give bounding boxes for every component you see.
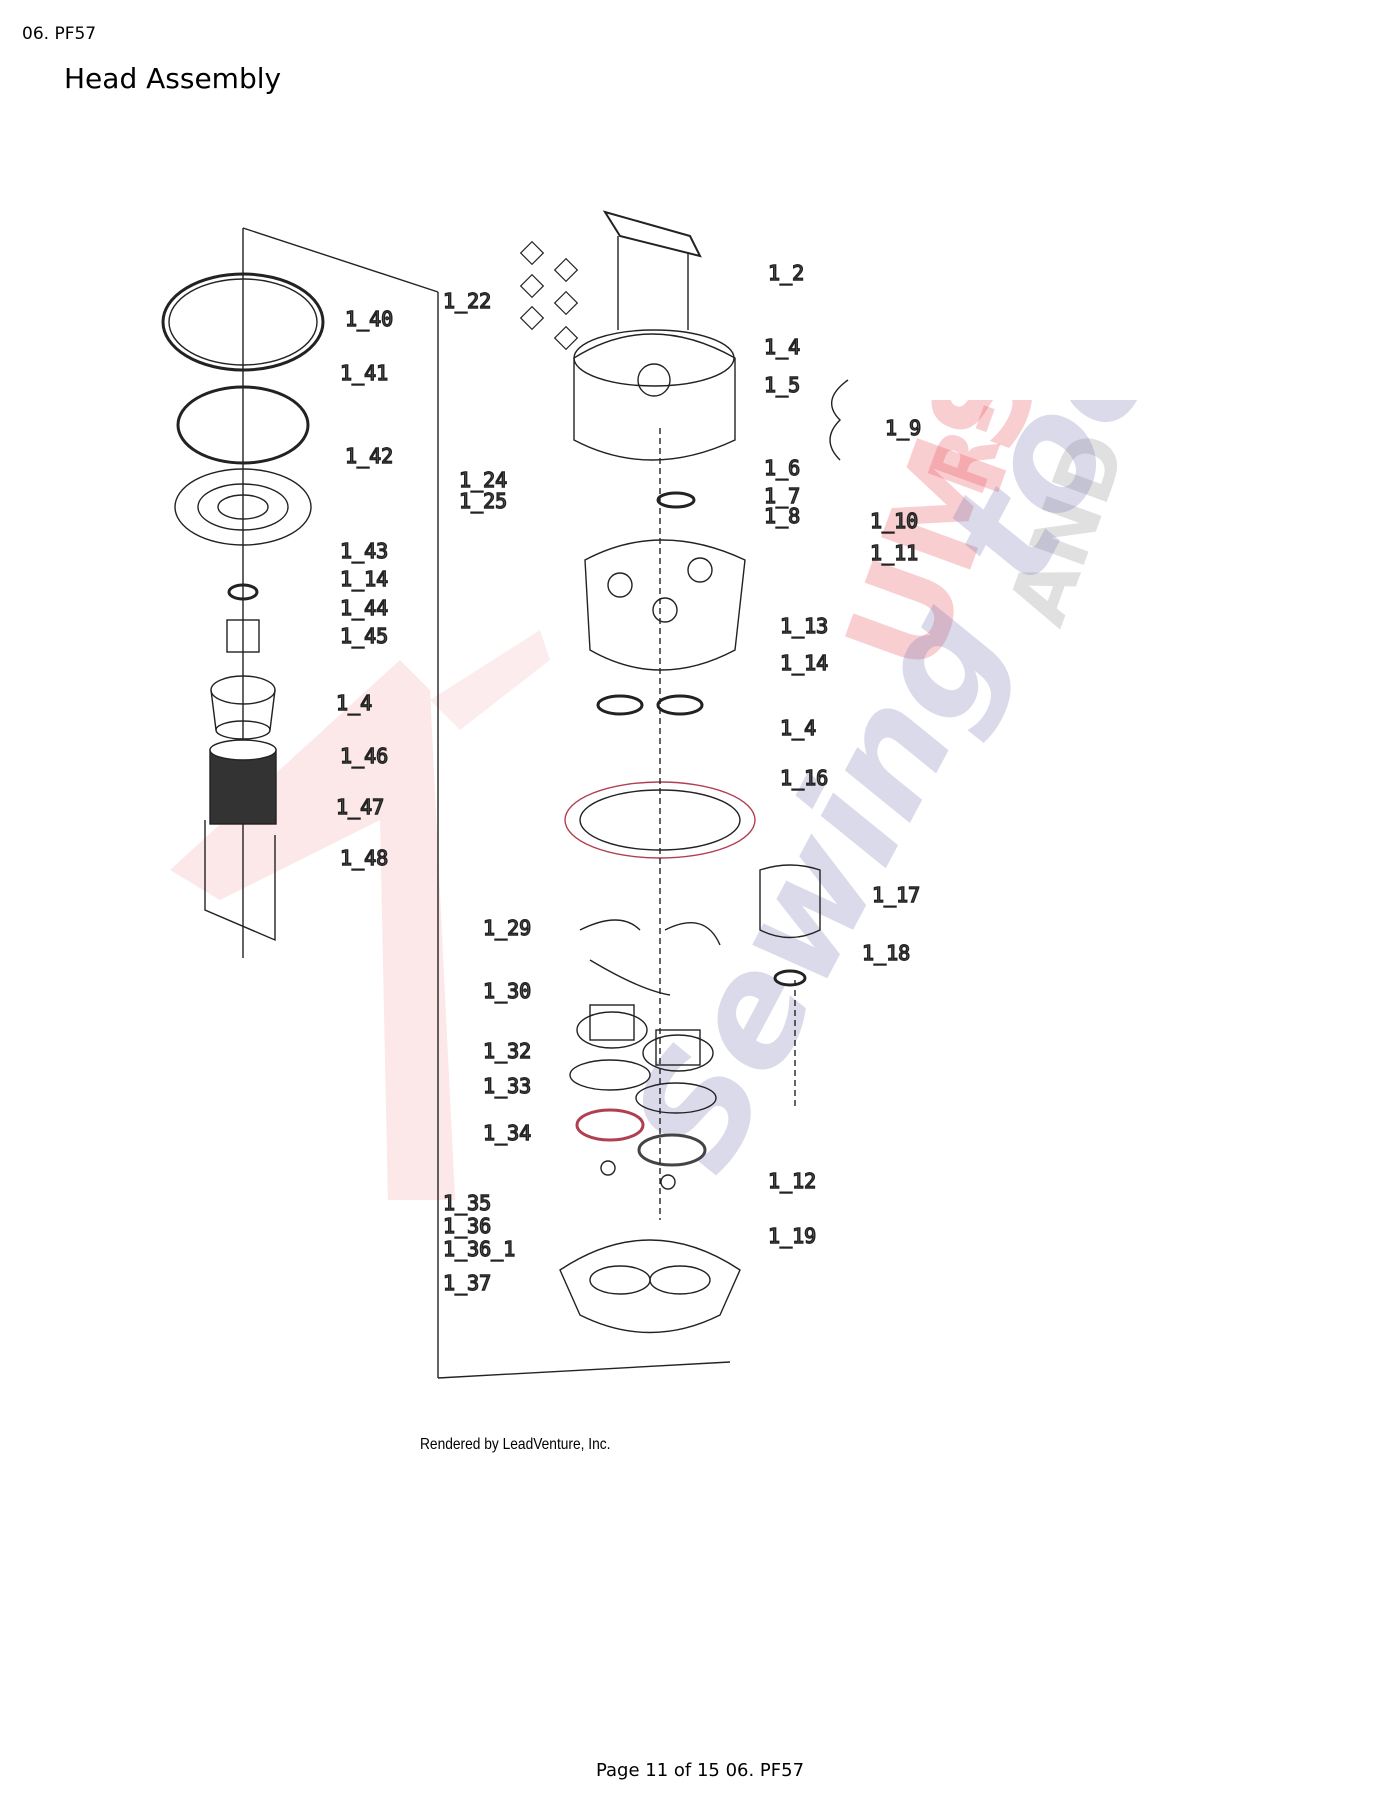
switch-covers [519,240,579,351]
callout: 1_34 [483,1121,531,1145]
page-title: Head Assembly [64,62,282,95]
callout: 1_17 [872,883,920,907]
callout: 1_4 [780,716,816,740]
callout: 1_25 [459,489,507,513]
callout: 1_37 [443,1271,491,1295]
filter-retainer-wire [204,820,276,942]
power-cord [829,379,849,461]
callout: 1_36_1 [443,1237,515,1261]
motors [569,1004,717,1114]
cover-cylinder [759,864,821,939]
callout: 1_33 [483,1074,531,1098]
base-housing [559,1239,741,1334]
callout: 1_9 [885,416,921,440]
callout: 1_47 [336,795,384,819]
callout: 1_29 [483,916,531,940]
handle [602,210,702,258]
motor-housing-upper [584,539,746,671]
callout: 1_32 [483,1039,531,1063]
callout: 1_12 [768,1169,816,1193]
callout: 1_19 [768,1224,816,1248]
motor-gasket-left [575,1108,645,1142]
callout: 1_24 [459,468,507,492]
callout: 1_41 [340,361,388,385]
callout: 1_43 [340,539,388,563]
gasket-small [656,491,696,509]
gasket-large [161,272,325,372]
callout: 1_7 [764,484,800,508]
render-credit: Rendered by LeadVenture, Inc. [420,1436,611,1453]
cartridge-filter [209,749,277,825]
top-cover [573,333,736,461]
callout: 1_46 [340,744,388,768]
callout: 1_35 [443,1191,491,1215]
callout: 1_8 [764,504,800,528]
callout: 1_16 [780,766,828,790]
callout: 1_6 [764,456,800,480]
section-header: 06. PF57 [22,24,97,44]
callout: 1_36 [443,1214,491,1238]
callout: 1_11 [870,541,918,565]
callout: 1_2 [768,261,804,285]
callout: 1_22 [443,289,491,313]
callout: 1_48 [340,846,388,870]
callout: 1_4 [336,691,372,715]
motor-gasket-right [637,1133,707,1167]
seal-ring [227,583,259,601]
callout: 1_18 [862,941,910,965]
callout: 1_44 [340,596,388,620]
callout: 1_42 [345,444,393,468]
callout: 1_14 [340,567,388,591]
callout: 1_4 [764,335,800,359]
callout: 1_5 [764,373,800,397]
filter-cage-top [174,468,312,546]
callout: 1_45 [340,624,388,648]
float-cylinder [226,619,260,653]
callout: 1_13 [780,614,828,638]
page-footer: Page 11 of 15 06. PF57 [595,1760,805,1781]
callout: 1_30 [483,979,531,1003]
callout: 1_10 [870,509,918,533]
callout: 1_40 [345,307,393,331]
gasket-medium [176,385,310,465]
baffle-parts [579,919,721,996]
callout-labels: 1_40 1_41 1_42 1_43 1_14 1_44 1_45 1_4 1… [335,260,922,1295]
callout: 1_14 [780,651,828,675]
